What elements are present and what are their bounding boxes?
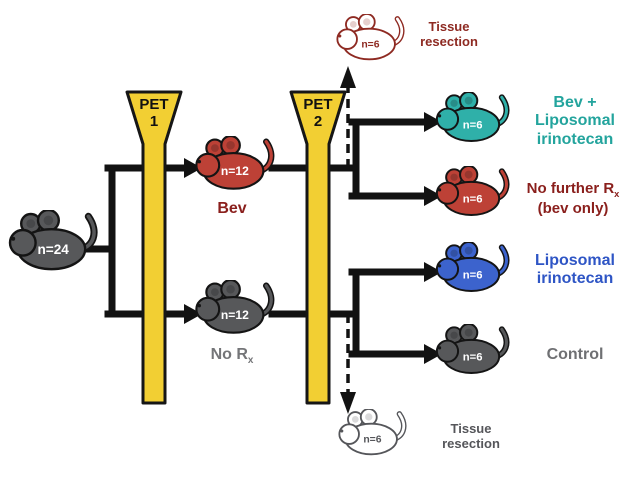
arrowheads [184, 112, 442, 364]
pet2-number: 2 [313, 112, 323, 130]
liposomal-label-line1: Liposomal [534, 252, 615, 269]
mouse-icon: n=6 [435, 166, 510, 217]
no-further-label-line2: (bev only) [537, 199, 609, 217]
svg-text:n=12: n=12 [221, 308, 249, 322]
pet1-name: PET [139, 96, 169, 113]
svg-text:n=6: n=6 [463, 269, 483, 281]
mouse-cohort: n=24 [2, 210, 98, 274]
bev-liposomal-label-line3: irinotecan [536, 130, 614, 148]
mouse-no-rx-arm: n=12 [189, 280, 275, 337]
pet2-name: PET [303, 96, 333, 113]
pet1-number: 1 [149, 112, 159, 130]
bev-arm-label: Bev [217, 200, 247, 217]
no-rx-arm-label: No Rx [186, 346, 278, 367]
mouse-control-group: n=6 [430, 324, 510, 377]
mouse-icon: n=6 [435, 324, 510, 375]
pet2-bar [289, 90, 347, 405]
pet1-bar [125, 90, 183, 405]
svg-text:n=24: n=24 [38, 242, 70, 257]
bev-liposomal-label-line2: Liposomal [534, 112, 615, 130]
tissue-bottom-label-line1: Tissue [450, 421, 492, 436]
svg-text:n=6: n=6 [463, 119, 483, 131]
svg-text:n=6: n=6 [463, 351, 483, 363]
mouse-bev-liposomal-group: n=6 [430, 92, 510, 145]
liposomal-label: Liposomal irinotecan [512, 252, 638, 289]
mouse-tissue-resection-bottom: n=6 [333, 409, 407, 458]
control-label: Control [546, 346, 604, 363]
tissue-bottom-label-line2: resection [442, 435, 500, 451]
svg-text:n=6: n=6 [363, 435, 381, 446]
tissue-dashed-arrowheads [340, 66, 356, 414]
mouse-no-further-group: n=6 [430, 166, 510, 219]
svg-text:n=6: n=6 [463, 193, 483, 205]
tissue-top-label-line1: Tissue [428, 19, 470, 34]
mouse-liposomal-group: n=6 [430, 242, 510, 295]
pet2-label: PET 2 [288, 96, 348, 131]
svg-text:n=12: n=12 [221, 164, 249, 178]
svg-text:n=6: n=6 [361, 40, 379, 51]
no-rx-subscript: x [247, 355, 254, 367]
no-further-label: No further Rx (bev only) [506, 180, 640, 217]
mouse-icon: n=24 [8, 210, 98, 271]
mouse-tissue-resection-top: n=6 [331, 14, 405, 63]
mouse-icon: n=6 [435, 242, 510, 293]
mouse-icon: n=6 [336, 14, 405, 61]
no-further-label-line1: No further Rx [526, 180, 620, 199]
mouse-icon: n=6 [338, 409, 407, 456]
tissue-bottom-label: Tissue resection [428, 421, 514, 452]
tissue-top-label-line2: resection [420, 33, 478, 49]
mouse-icon: n=6 [435, 92, 510, 143]
liposomal-label-line2: irinotecan [536, 270, 614, 288]
mouse-bev-arm: n=12 [189, 136, 275, 193]
bev-liposomal-label: Bev + Liposomal irinotecan [512, 94, 638, 149]
mouse-icon: n=12 [195, 280, 275, 334]
bev-liposomal-label-line1: Bev + [553, 94, 597, 111]
pet1-label: PET 1 [124, 96, 184, 131]
tissue-top-label: Tissue resection [406, 19, 492, 50]
no-rx-text: No R [210, 346, 248, 363]
mouse-icon: n=12 [195, 136, 275, 190]
